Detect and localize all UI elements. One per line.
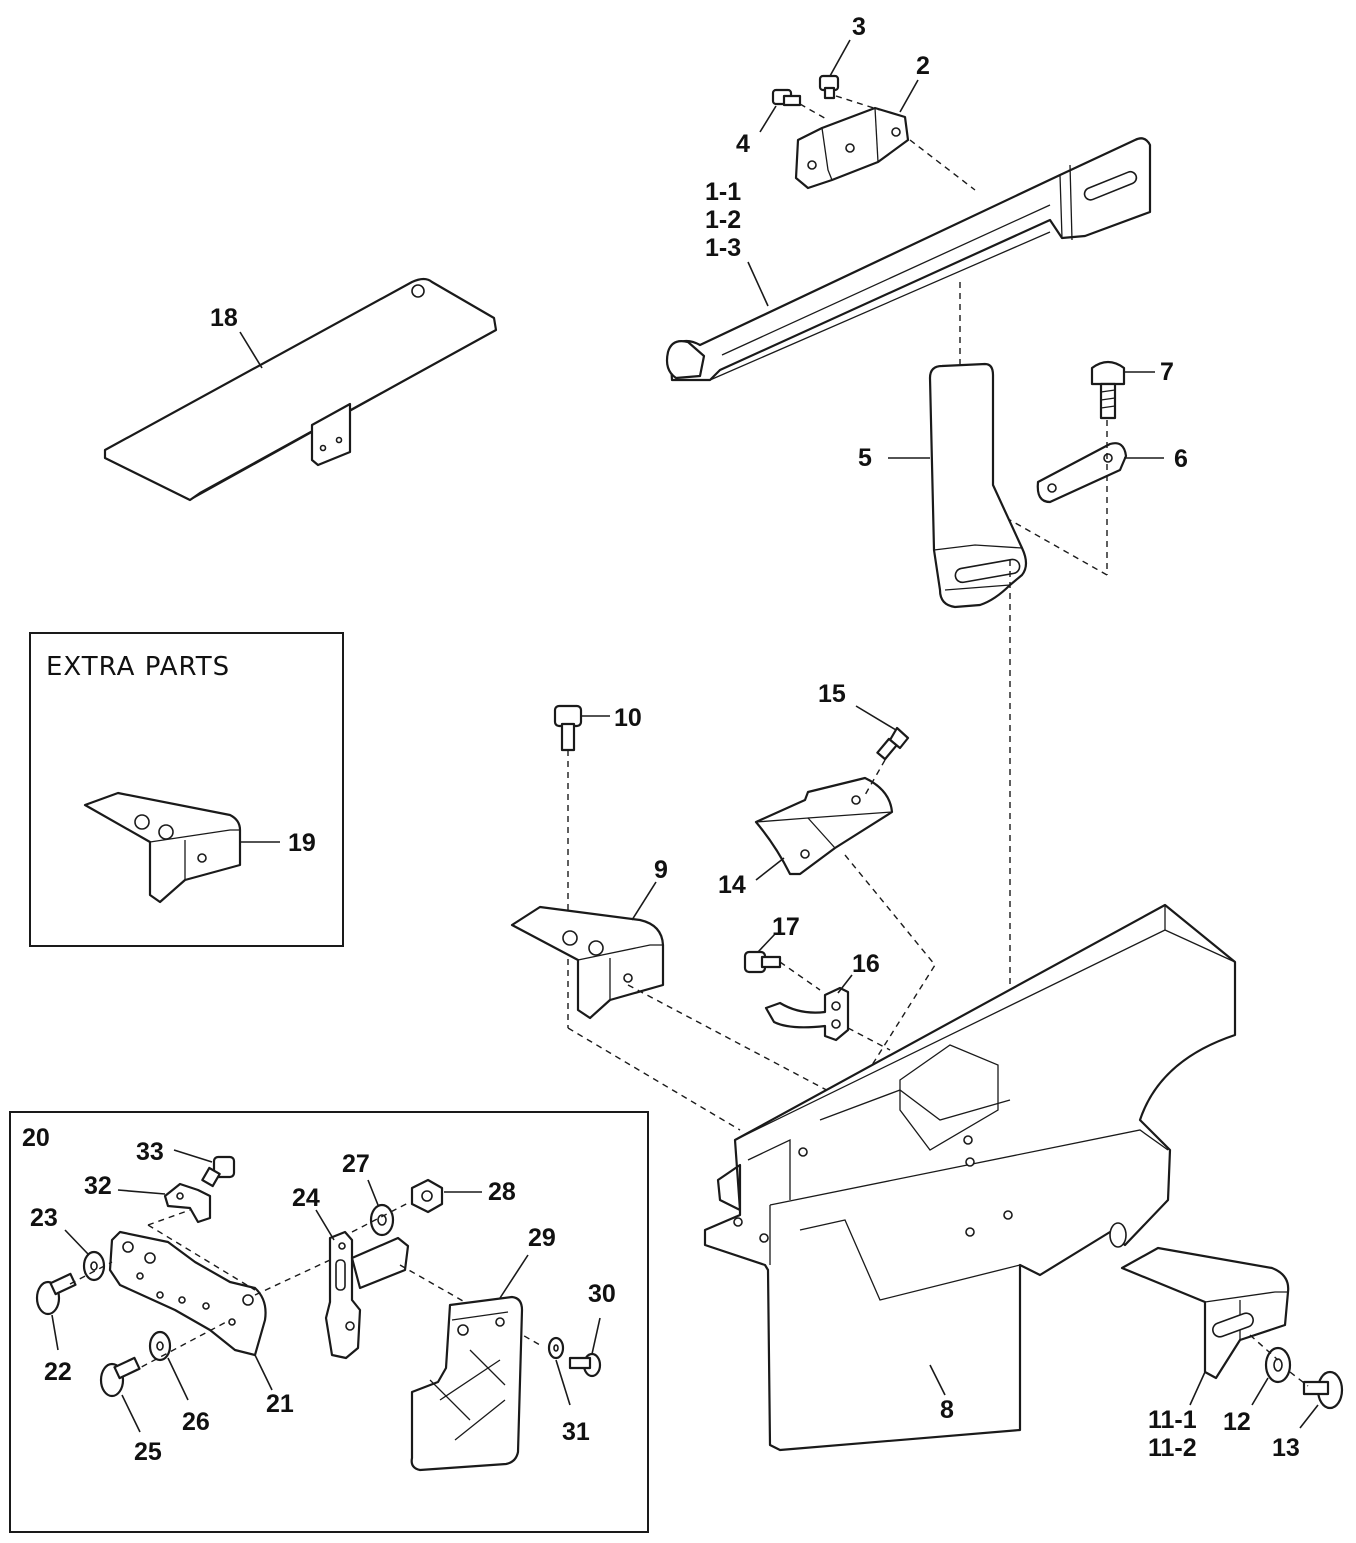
label-27: 27 — [342, 1150, 370, 1178]
label-30: 30 — [588, 1280, 616, 1308]
part-16-clamp — [764, 974, 853, 1042]
label-21: 21 — [266, 1390, 294, 1418]
part-7-screw — [1090, 360, 1155, 420]
label-2: 2 — [916, 52, 930, 80]
label-1-1: 1-1 — [705, 178, 741, 206]
label-11-2: 11-2 — [1148, 1434, 1197, 1462]
label-3: 3 — [852, 13, 866, 41]
label-33: 33 — [136, 1138, 164, 1166]
label-26: 26 — [182, 1408, 210, 1436]
label-10: 10 — [614, 704, 642, 732]
label-1-3: 1-3 — [705, 234, 741, 262]
part-1-arm — [665, 137, 1152, 382]
part-4-screw — [759, 88, 802, 133]
part-19-bracket — [83, 791, 280, 904]
label-24: 24 — [292, 1184, 320, 1212]
part-17-screw — [743, 933, 782, 974]
part-26-washer — [148, 1330, 189, 1401]
part-15-screw — [855, 705, 910, 761]
callout-labels: 1-1 1-2 1-3 2 3 4 5 6 7 8 9 10 11-1 11-2… — [22, 13, 1300, 1466]
label-11-1: 11-1 — [1148, 1406, 1197, 1434]
label-25: 25 — [134, 1438, 162, 1466]
part-13-screw — [1299, 1370, 1344, 1429]
label-16: 16 — [852, 950, 880, 978]
part-2-bracket — [794, 79, 919, 190]
part-29-shield — [410, 1254, 529, 1472]
label-12: 12 — [1223, 1408, 1251, 1436]
label-29: 29 — [528, 1224, 556, 1252]
part-30-screw — [568, 1317, 602, 1378]
part-11-bracket — [1120, 1246, 1290, 1406]
part-20-assembly-box — [9, 1111, 649, 1533]
label-4: 4 — [736, 130, 750, 158]
label-7: 7 — [1160, 358, 1174, 386]
label-31: 31 — [562, 1418, 590, 1446]
label-6: 6 — [1174, 445, 1188, 473]
part-31-washer — [547, 1336, 571, 1406]
part-22-screw — [35, 1272, 77, 1351]
extra-parts-title: EXTRA PARTS — [46, 652, 230, 682]
part-27-washer — [367, 1179, 395, 1237]
part-6-plate — [1036, 442, 1164, 504]
part-28-nut — [410, 1178, 482, 1214]
part-5-l-bracket — [888, 362, 1028, 609]
label-8: 8 — [940, 1396, 954, 1424]
part-3-screw — [818, 39, 851, 100]
part-18-cover-plate — [103, 277, 498, 502]
label-18: 18 — [210, 304, 238, 332]
label-32: 32 — [84, 1172, 112, 1200]
part-14-bracket — [754, 776, 894, 881]
part-23-washer — [64, 1229, 106, 1282]
part-9-bracket — [510, 881, 665, 1020]
label-20: 20 — [22, 1124, 50, 1152]
label-13: 13 — [1272, 1434, 1300, 1462]
part-8-frame-casting — [703, 903, 1237, 1452]
part-21-plate — [108, 1230, 273, 1391]
label-17: 17 — [772, 913, 800, 941]
part-10-screw — [553, 704, 610, 752]
label-5: 5 — [858, 444, 872, 472]
label-22: 22 — [44, 1358, 72, 1386]
label-15: 15 — [818, 680, 846, 708]
label-9: 9 — [654, 856, 668, 884]
extra-parts-box: EXTRA PARTS — [29, 632, 344, 947]
part-12-washer — [1251, 1346, 1292, 1406]
part-33-screw — [173, 1149, 236, 1188]
label-1-2: 1-2 — [705, 206, 741, 234]
label-28: 28 — [488, 1178, 516, 1206]
part-24-bracket — [315, 1209, 410, 1360]
part-25-screw — [99, 1356, 141, 1433]
label-19: 19 — [288, 829, 316, 857]
part-32-clip — [117, 1182, 212, 1224]
label-23: 23 — [30, 1204, 58, 1232]
label-14: 14 — [718, 871, 746, 899]
